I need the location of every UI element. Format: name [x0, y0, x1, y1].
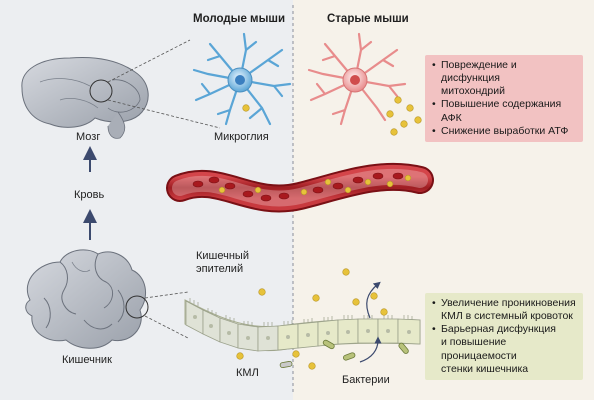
old-brain-particles [386, 96, 422, 136]
young-mice-header: Молодые мыши [193, 13, 286, 25]
kml-label: КМЛ [236, 367, 259, 379]
zoom-line-top [107, 39, 191, 83]
microglia-label: Микроглия [214, 131, 269, 143]
bacteria-label: Бактерии [342, 374, 390, 386]
gut-effect-item-line: КМЛ в системный кровоток [441, 310, 573, 323]
brain-effects-list: Повреждение и дисфункциямитохондрийПовыш… [431, 59, 577, 138]
brain-illustration [21, 57, 149, 139]
gut-effect-item-line: стенки кишечника [441, 362, 529, 375]
blood-vessel [166, 162, 434, 213]
gut-particles [236, 268, 388, 370]
brain-effect-item-line: митохондрий [441, 85, 505, 98]
gut-zoom-circle [125, 295, 149, 319]
gut-zoom-line-bottom [144, 315, 189, 339]
intestinal-epithelium [184, 298, 421, 352]
zoom-line-bottom [107, 99, 221, 129]
gut-label: Кишечник [62, 354, 112, 366]
epithelium-label-line1: Кишечный [196, 250, 249, 262]
brain-label: Мозг [76, 131, 101, 143]
bacteria-arrow [359, 336, 382, 363]
old-mice-header: Старые мыши [327, 13, 409, 25]
gut-illustration [25, 249, 147, 349]
gut-effect-item-line: Увеличение проникновения [441, 297, 576, 309]
brain-effect-item: Повышение содержания АФК [432, 98, 577, 124]
brain-zoom-circle [89, 79, 113, 103]
brain-effects-box: Повреждение и дисфункциямитохондрийПовыш… [425, 55, 583, 142]
gut-effect-item-line: Барьерная дисфункция [441, 323, 556, 336]
brain-effect-item-line: Повышение содержания АФК [441, 98, 562, 124]
epithelium-label-line2: эпителий [196, 263, 244, 275]
bacteria-group [279, 339, 409, 369]
gut-effect-item-line: и повышение проницаемости [441, 336, 517, 362]
gut-zoom-line-top [144, 291, 189, 299]
young-microglia-nucleus [235, 75, 245, 85]
brain-effect-item-line: Снижение выработки АТФ [441, 124, 569, 137]
young-particle [242, 104, 250, 112]
brain-effect-item-line: Повреждение и дисфункция [441, 59, 517, 85]
leak-arrow [366, 281, 381, 319]
blood-label: Кровь [74, 189, 105, 201]
brain-effect-item: Снижение выработки АТФ [432, 124, 577, 138]
old-microglia-nucleus [350, 75, 360, 85]
